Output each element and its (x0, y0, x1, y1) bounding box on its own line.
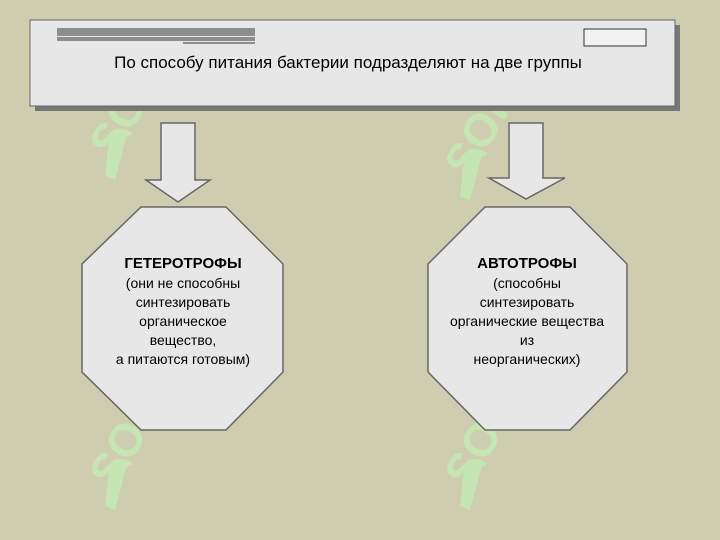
header-decor-box (583, 28, 647, 47)
group-title-autotrophs: АВТОТРОФЫ (477, 255, 577, 272)
group-line: (они не способны (126, 275, 240, 291)
group-title-heterotrophs: ГЕТЕРОТРОФЫ (124, 255, 241, 272)
arrow-right (486, 122, 566, 200)
header-box-body (29, 19, 676, 107)
group-line: а питаются готовым) (116, 351, 250, 367)
group-line: неорганических) (474, 351, 581, 367)
octagon-autotrophs: АВТОТРОФЫ (способны синтезировать органи… (427, 206, 628, 431)
group-line: из (520, 332, 534, 348)
group-line: вещество, (150, 332, 217, 348)
header-decor-lines (57, 28, 255, 44)
group-line: синтезировать (480, 294, 575, 310)
group-line: органические вещества (450, 313, 604, 329)
header-box: По способу питания бактерии подразделяют… (29, 19, 680, 111)
group-line: органическое (139, 313, 227, 329)
arrow-left (143, 122, 213, 203)
header-title: По способу питания бактерии подразделяют… (114, 53, 582, 72)
group-line: синтезировать (136, 294, 231, 310)
group-line: (способны (493, 275, 561, 291)
octagon-heterotrophs: ГЕТЕРОТРОФЫ (они не способны синтезирова… (81, 206, 284, 431)
